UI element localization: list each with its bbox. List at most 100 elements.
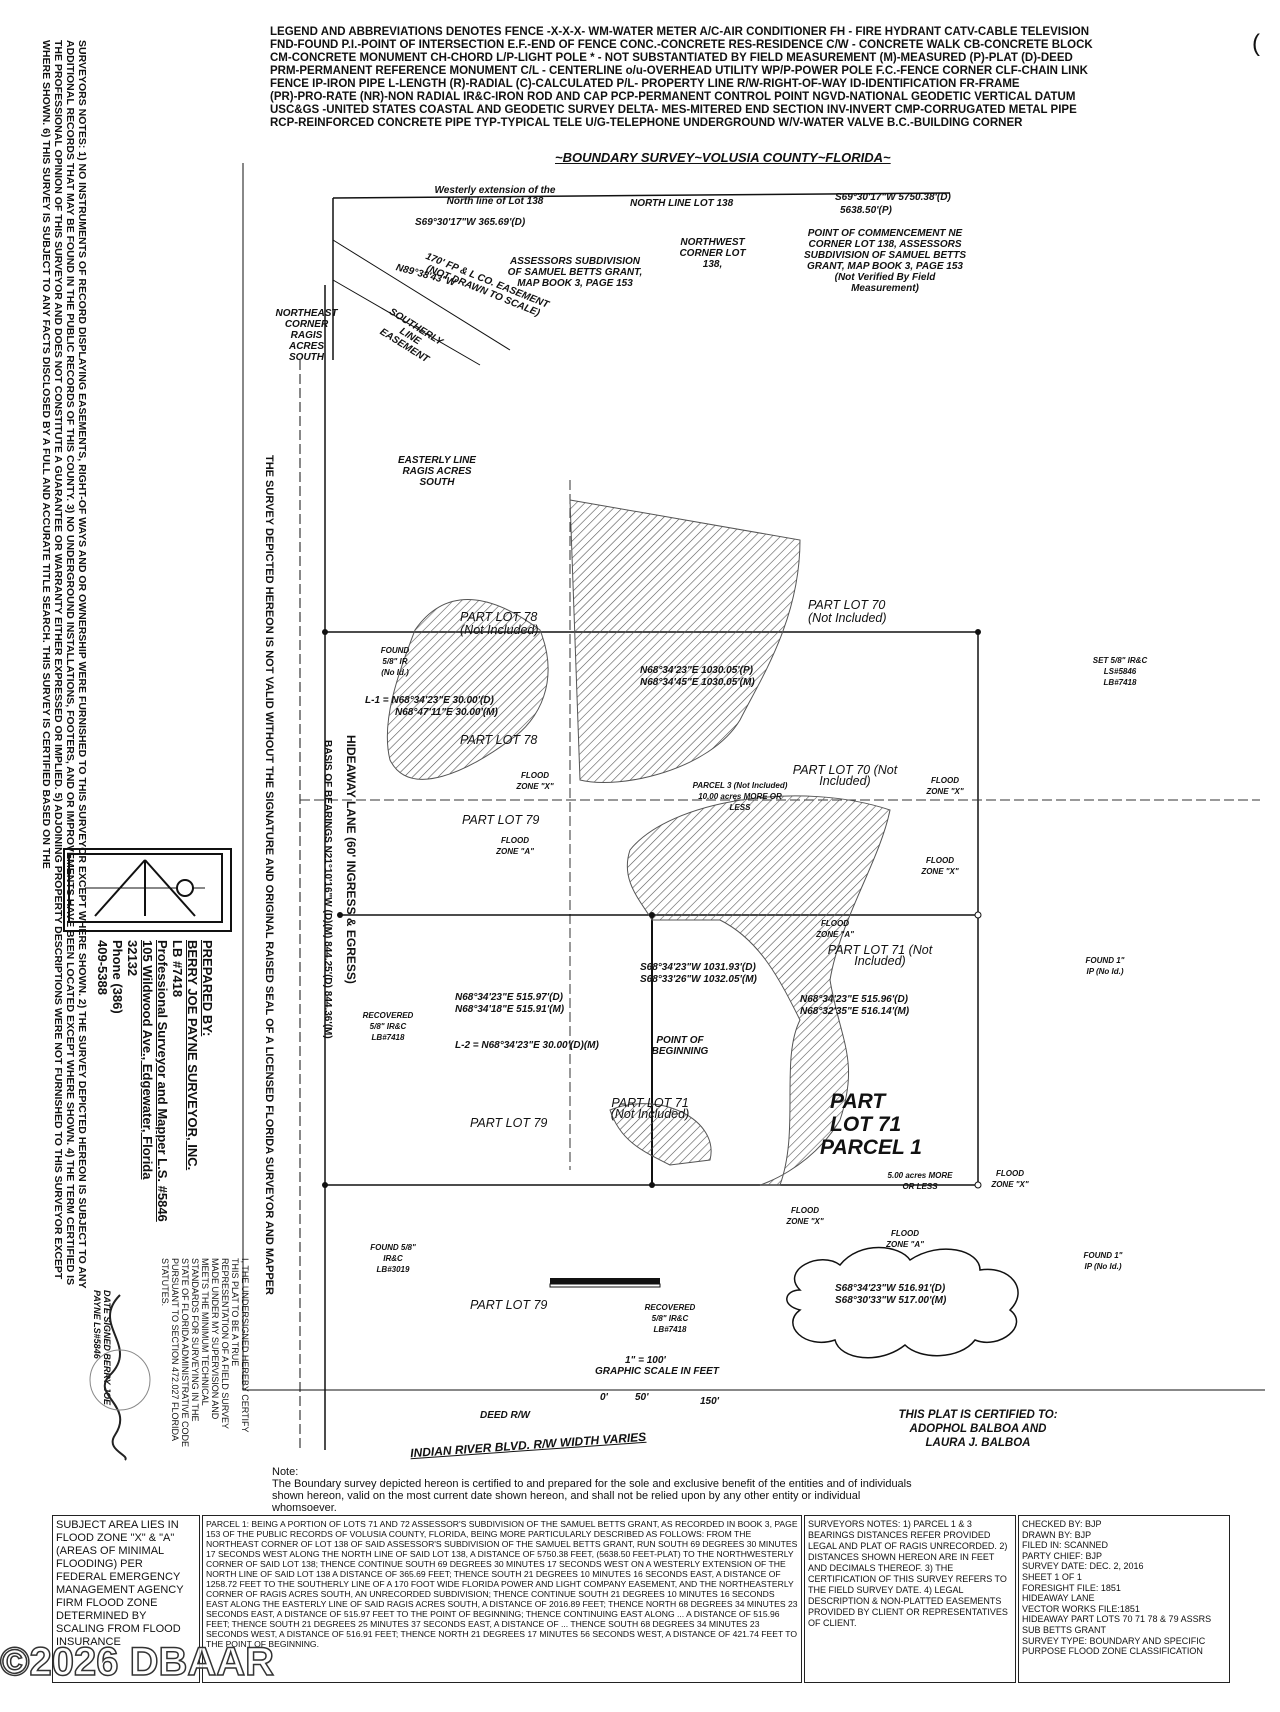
label-assessors: ASSESSORS SUBDIVISION OF SAMUEL BETTS GR… xyxy=(507,256,643,289)
cert-line-2: ADOPHOL BALBOA AND xyxy=(909,1423,1047,1435)
label-found-lb: FOUND 5/8" IR&C LB#3019 xyxy=(370,1243,416,1274)
certification: THIS PLAT IS CERTIFIED TO: ADOPHOL BALBO… xyxy=(883,1408,1073,1450)
label-scale-50: 50' xyxy=(635,1392,649,1403)
parcel-description-box: PARCEL 1: BEING A PORTION OF LOTS 71 AND… xyxy=(202,1515,802,1683)
label-part-lot-79-low: PART LOT 79 xyxy=(470,1298,548,1312)
label-n68-516d: N68°34'23"E 515.96'(D) xyxy=(800,994,909,1005)
prepared-by: PREPARED BY: BERRY JOE PAYNE SURVEYOR, I… xyxy=(95,940,215,1240)
label-flood-a-2: FLOOD ZONE "A" xyxy=(816,919,854,939)
legend-line: USC&GS -UNITED STATES COASTAL AND GEODET… xyxy=(270,104,1077,116)
label-n68-515d: N68°34'23"E 515.97'(D) xyxy=(455,992,564,1003)
prepared-heading: PREPARED BY: xyxy=(200,940,215,1037)
label-parcel1: PARCEL 1 xyxy=(820,1136,922,1159)
legend-line: FND-FOUND P.I.-POINT OF INTERSECTION E.F… xyxy=(270,39,1093,51)
label-n68-515m: N68°34'18"E 515.91'(M) xyxy=(455,1004,565,1015)
label-acres-5: 5.00 acres MORE OR LESS xyxy=(887,1171,953,1191)
label-n68-m: N68°34'45"E 1030.05'(M) xyxy=(640,677,755,688)
label-l1: L-1 = N68°34'23"E 30.00'(D) xyxy=(365,695,494,706)
label-s68-bot-d: S68°34'23"W 516.91'(D) xyxy=(835,1283,946,1294)
signature xyxy=(89,1294,151,1461)
cert-line-3: LAURA J. BALBOA xyxy=(925,1437,1031,1449)
label-scale-150: 150' xyxy=(700,1396,720,1407)
label-n68-d: N68°34'23"E 1030.05'(P) xyxy=(640,665,754,676)
label-scale: 1" = 100' xyxy=(625,1355,666,1366)
label-part-lot-70-top: PART LOT 70 xyxy=(808,598,886,612)
firm-zip: 32132 xyxy=(125,940,140,977)
label-point-of-beginning: POINT OF BEGINNING xyxy=(651,1035,709,1057)
note: Note: The Boundary survey depicted hereo… xyxy=(272,1466,922,1514)
note-heading: Note: xyxy=(272,1466,299,1478)
label-bearing-top-p: 5638.50'(P) xyxy=(840,205,892,216)
survey-info-box: CHECKED BY: BJP DRAWN BY: BJP FILED IN: … xyxy=(1018,1515,1230,1683)
label-flood-x-2: FLOOD ZONE "X" xyxy=(926,776,964,796)
label-part-lot-78: PART LOT 78 xyxy=(460,733,538,747)
legend-line: LEGEND AND ABBREVIATIONS DENOTES FENCE -… xyxy=(270,26,1090,38)
legend: LEGEND AND ABBREVIATIONS DENOTES FENCE -… xyxy=(270,26,1270,130)
flood-zone-box: SUBJECT AREA LIES IN FLOOD ZONE "X" & "A… xyxy=(52,1515,200,1683)
label-parcel1-lot: LOT 71 xyxy=(830,1113,902,1136)
lb-number: LB #7418 xyxy=(170,940,185,998)
label-flood-x-3: FLOOD ZONE "X" xyxy=(921,856,959,876)
label-flood-x-5: FLOOD ZONE "X" xyxy=(786,1206,824,1226)
label-nw-corner: NORTHWEST CORNER LOT 138, xyxy=(679,237,746,270)
label-l2: L-2 = N68°34'23"E 30.00'(D)(M) xyxy=(455,1040,599,1051)
label-westerly-extension: Westerly extension of the North line of … xyxy=(434,185,556,207)
certification-statement: I, THE UNDERSIGNED HEREBY CERTIFY THIS P… xyxy=(160,1258,250,1448)
label-bearing-365: S69°30'17"W 365.69'(D) xyxy=(415,217,526,228)
label-basis-of-bearings: BASIS OF BEARINGS N21°10'16"W (D)(M) 844… xyxy=(322,740,333,1039)
label-recovered-ir: RECOVERED 5/8" IR&C LB#7418 xyxy=(644,1303,696,1334)
tripod-icon xyxy=(68,853,223,923)
legend-line: (PR)-PRO-RATE (NR)-NON RADIAL IR&C-IRON … xyxy=(270,91,1076,103)
legend-line: PRM-PERMANENT REFERENCE MONUMENT C/L - C… xyxy=(270,65,1088,77)
label-flood-x-4: FLOOD ZONE "X" xyxy=(991,1169,1029,1189)
label-scale-title: GRAPHIC SCALE IN FEET xyxy=(595,1366,719,1377)
corner-mark: ( xyxy=(1252,30,1260,57)
label-s68-bot-m: S68°30'33"W 517.00'(M) xyxy=(835,1295,947,1306)
label-part-lot-79-upper: PART LOT 79 xyxy=(462,813,540,827)
label-not-included-70: (Not Included) xyxy=(808,611,887,625)
label-part-lot-78-top: PART LOT 78 xyxy=(460,610,538,624)
label-parcel3: PARCEL 3 (Not Included) 10.00 acres MORE… xyxy=(692,781,788,812)
side-surveyors-notes: SURVEYORS NOTES: 1) NO INSTRUMENTS OF RE… xyxy=(40,40,88,1289)
watermark: ©2026 DBAAR xyxy=(0,1639,275,1685)
north-line xyxy=(332,192,951,199)
survey-title: ~BOUNDARY SURVEY~VOLUSIA COUNTY~FLORIDA~ xyxy=(555,150,891,165)
label-parcel1-part: PART xyxy=(830,1090,886,1113)
label-scale-0: 0' xyxy=(600,1392,608,1403)
note-text: The Boundary survey depicted hereon is c… xyxy=(272,1478,912,1514)
label-ne-corner-ragis: NORTHEAST CORNER RAGIS ACRES SOUTH xyxy=(275,308,338,363)
firm-name: BERRY JOE PAYNE SURVEYOR, INC. xyxy=(185,940,200,1171)
label-l1b: N68°47'11"E 30.00'(M) xyxy=(395,707,498,718)
label-found-ir: FOUND 5/8" IR (No Id.) xyxy=(380,646,410,677)
surveyors-notes-box: SURVEYORS NOTES: 1) PARCEL 1 & 3 BEARING… xyxy=(804,1515,1016,1683)
label-part-lot-79-mid: PART LOT 79 xyxy=(470,1116,548,1130)
label-found-ip-1: FOUND 1" IP (No Id.) xyxy=(1085,956,1125,976)
label-not-included-78: (Not Included) xyxy=(460,623,539,637)
cert-line-1: THIS PLAT IS CERTIFIED TO: xyxy=(898,1409,1058,1421)
label-part-lot-71-top: PART LOT 71 (Not Included) xyxy=(827,943,933,968)
label-part-lot-70: PART LOT 70 (Not Included) xyxy=(792,763,898,788)
label-s68-d: S68°34'23"W 1031.93'(D) xyxy=(640,962,756,973)
label-north-line: NORTH LINE LOT 138 xyxy=(630,198,734,209)
surveyor-logo xyxy=(63,848,232,932)
label-hideaway-lane: HIDEAWAY LANE (60' INGRESS & EGRESS) xyxy=(344,735,358,984)
label-bearing-top-d: S69°30'17"W 5750.38'(D) xyxy=(835,192,951,203)
legend-line: FENCE IP-IRON PIPE L-LENGTH (R)-RADIAL (… xyxy=(270,78,1020,90)
label-part-lot-71-mid: PART LOT 71 (Not Included) xyxy=(610,1096,690,1121)
label-point-of-commencement: POINT OF COMMENCEMENT NE CORNER LOT 138,… xyxy=(803,228,967,294)
label-deed-rw: DEED R/W xyxy=(480,1410,530,1421)
label-flood-a-3: FLOOD ZONE "A" xyxy=(886,1229,924,1249)
label-set-ir: SET 5/8" IR&C LS#5846 LB#7418 xyxy=(1092,656,1148,687)
label-found-ip-2: FOUND 1" IP (No Id.) xyxy=(1083,1251,1123,1271)
label-n68-516m: N68°32'35"E 516.14'(M) xyxy=(800,1006,910,1017)
label-s68-m: S68°33'26"W 1032.05'(M) xyxy=(640,974,757,985)
label-flood-a-1: FLOOD ZONE "A" xyxy=(496,836,534,856)
label-easterly-line: EASTERLY LINE RAGIS ACRES SOUTH xyxy=(398,455,476,488)
legend-line: RCP-REINFORCED CONCRETE PIPE TYP-TYPICAL… xyxy=(270,117,1023,129)
label-flood-x-1: FLOOD ZONE "X" xyxy=(516,771,554,791)
firm-title: Professional Surveyor and Mapper L.S. #5… xyxy=(155,940,170,1222)
legend-line: CM-CONCRETE MONUMENT CH-CHORD L/P-LIGHT … xyxy=(270,52,1073,64)
label-recovered-ir-2: RECOVERED 5/8" IR&C LB#7418 xyxy=(362,1011,414,1042)
plat-drawing xyxy=(242,163,1265,1450)
firm-phone2: 409-5388 xyxy=(95,940,110,995)
